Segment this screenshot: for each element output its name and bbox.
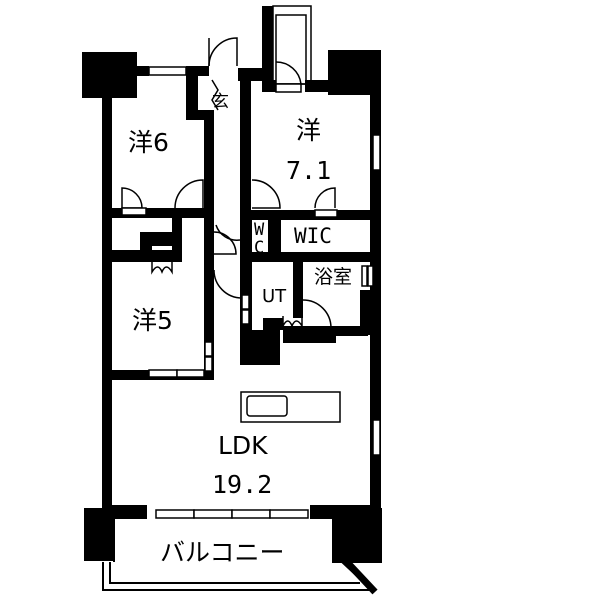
door-swings bbox=[121, 5, 338, 329]
room-label-western-7: 洋 bbox=[296, 116, 322, 145]
balcony-outline bbox=[102, 519, 378, 595]
room-label-wc-top: W bbox=[254, 220, 265, 240]
room-label-wic: WIC bbox=[294, 224, 332, 248]
room-label-western-6: 洋6 bbox=[128, 128, 169, 157]
room-area-western-7: 7.1 bbox=[286, 156, 332, 185]
washer-space bbox=[249, 332, 271, 356]
walls bbox=[82, 6, 382, 563]
room-label-balcony: バルコニー bbox=[160, 538, 285, 567]
room-label-entrance: 玄 bbox=[212, 92, 229, 112]
room-label-wc-bottom: C bbox=[254, 238, 265, 258]
windows bbox=[148, 66, 381, 519]
room-label-utility: UT bbox=[262, 286, 287, 307]
room-area-ldk: 19.2 bbox=[212, 470, 273, 499]
kitchen-counter bbox=[240, 391, 341, 423]
room-label-western-5: 洋5 bbox=[132, 306, 173, 335]
room-label-ldk: LDK bbox=[218, 431, 268, 460]
room-label-bathroom: 浴室 bbox=[314, 266, 353, 288]
